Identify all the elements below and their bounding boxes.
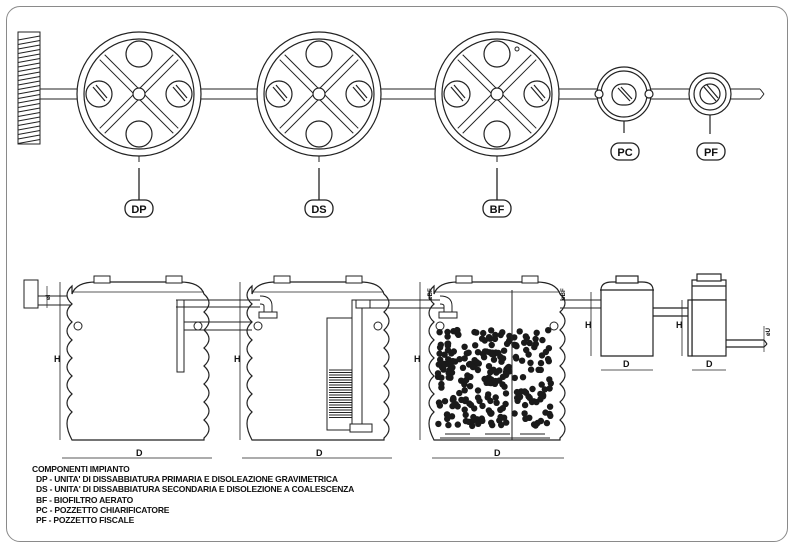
bf-label: BF xyxy=(490,204,505,216)
inlet-screen-grid xyxy=(17,31,41,145)
dp-label: DP xyxy=(131,204,146,216)
dp-height-label: H xyxy=(54,354,61,364)
dp-internal-pipe xyxy=(176,299,260,373)
bf-vent-label-right: øBF xyxy=(561,288,567,300)
bf-tank-plan xyxy=(434,31,560,162)
pf-diameter-label: D xyxy=(706,359,713,369)
ds-tank-plan xyxy=(256,31,382,162)
outlet-diameter-label: øU xyxy=(766,328,772,336)
bf-filter-media xyxy=(434,326,554,430)
legend-item-dp: DP - UNITA' DI DISSABBIATURA PRIMARIA E … xyxy=(36,474,338,485)
inlet-diameter-label: øI xyxy=(46,294,52,300)
pc-diameter-label: D xyxy=(623,359,630,369)
bf-diffusers xyxy=(440,290,550,440)
legend-item-ds: DS - UNITA' DI DISSABBIATURA SECONDARIA … xyxy=(36,484,355,495)
pc-height-label: H xyxy=(585,320,592,330)
dp-diameter-label: D xyxy=(136,448,143,458)
bf-height-label: H xyxy=(414,354,421,364)
legend-title: COMPONENTI IMPIANTO xyxy=(32,464,130,474)
dimension-lines xyxy=(59,282,726,459)
pc-label: PC xyxy=(617,147,632,159)
dp-tank-plan xyxy=(76,31,202,162)
pf-label-box xyxy=(696,142,726,161)
pf-label: PF xyxy=(704,147,718,159)
legend-item-bf: BF - BIOFILTRO AERATO xyxy=(36,494,134,505)
pf-well-plan xyxy=(688,72,732,134)
dp-tank-section xyxy=(66,275,210,441)
drawing-frame xyxy=(6,6,788,542)
legend: COMPONENTI IMPIANTO DP - UNITA' DI DISSA… xyxy=(32,464,354,525)
pc-well-plan xyxy=(594,66,654,133)
pf-height-label: H xyxy=(676,320,683,330)
dp-ds-pipe xyxy=(184,295,278,331)
legend-item-pc: PC - POZZETTO CHIARIFICATORE xyxy=(36,504,170,515)
dp-label-box xyxy=(124,199,154,218)
legend-item-pf: PF - POZZETTO FISCALE xyxy=(36,515,135,526)
ds-label: DS xyxy=(311,204,326,216)
pf-well-section xyxy=(687,273,768,357)
ds-bf-pipe xyxy=(362,295,458,319)
ds-diameter-label: D xyxy=(316,448,323,458)
bf-label-box xyxy=(482,199,512,218)
ds-label-box xyxy=(304,199,334,218)
bf-diameter-label: D xyxy=(494,448,501,458)
ds-height-label: H xyxy=(234,354,241,364)
pc-label-box xyxy=(610,142,640,161)
bf-vent-label-left: øBF xyxy=(428,288,434,300)
ds-coalescence-pack xyxy=(326,299,373,433)
pc-well-section xyxy=(600,275,690,357)
